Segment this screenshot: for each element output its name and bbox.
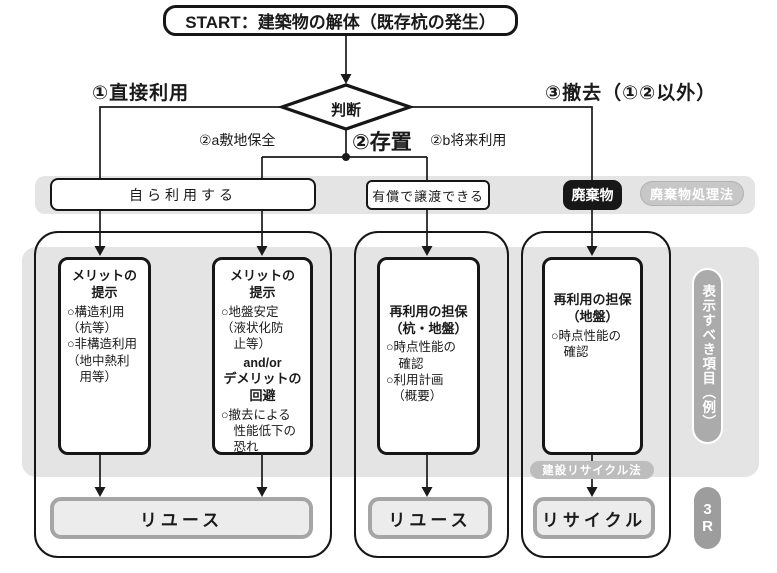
start-label: START：建築物の解体（既存杭の発生） bbox=[185, 13, 496, 32]
demerit-body: ○撤去による 性能低下の 恐れ bbox=[221, 407, 297, 455]
outcome-reuse-mid: リユース bbox=[368, 497, 492, 539]
demerit-title: デメリットの 回避 bbox=[223, 370, 302, 403]
outcome-reuse-mid-label: リユース bbox=[388, 510, 472, 530]
branch-preserve-label: ②存置 bbox=[352, 131, 412, 154]
recycle-law-pill: 建設リサイクル法 bbox=[530, 461, 654, 479]
start-node: START：建築物の解体（既存杭の発生） bbox=[163, 5, 518, 36]
arrowheads bbox=[94, 74, 598, 497]
branch-removal-label: ③撤去（①②以外） bbox=[545, 83, 717, 104]
container-direct-use bbox=[34, 231, 332, 558]
guarantee-pile-ground-body: ○時点性能の 確認 ○利用計画 （概要） bbox=[386, 340, 457, 404]
r3-badge: 3 R bbox=[694, 487, 721, 549]
decision-label: 判断 bbox=[327, 99, 365, 120]
guarantee-ground-box: 再利用の担保 （地盤） ○時点性能の 確認 bbox=[542, 257, 643, 455]
self-use-box: 自ら利用する bbox=[50, 178, 316, 211]
merit-structural-title: メリットの 提示 bbox=[71, 268, 137, 300]
outcome-recycle-label: リサイクル bbox=[541, 510, 647, 530]
container-removal bbox=[521, 231, 671, 558]
branch-preserve-b-label: ②b将来利用 bbox=[430, 132, 507, 148]
recycle-law-label: 建設リサイクル法 bbox=[542, 465, 642, 477]
junction-dot bbox=[342, 153, 350, 161]
branch-direct-use-label: ①直接利用 bbox=[92, 83, 190, 104]
merit-ground-andor: and/or bbox=[243, 355, 282, 370]
waste-law-label: 廃棄物処理法 bbox=[649, 187, 734, 202]
decision-label-text: 判断 bbox=[330, 102, 361, 119]
transfer-box: 有償で譲渡できる bbox=[366, 180, 490, 210]
container-preserve bbox=[354, 231, 509, 558]
merit-ground-body: ○地盤安定 （液状化防 止等） bbox=[221, 304, 284, 352]
guarantee-pile-ground-box: 再利用の担保 （杭・地盤） ○時点性能の 確認 ○利用計画 （概要） bbox=[377, 257, 480, 455]
guarantee-ground-body: ○時点性能の 確認 bbox=[551, 328, 622, 359]
transfer-label: 有償で譲渡できる bbox=[372, 188, 484, 204]
r3-label: 3 R bbox=[702, 500, 713, 535]
waste-law-pill: 廃棄物処理法 bbox=[640, 181, 744, 206]
merit-ground-box: メリットの 提示 ○地盤安定 （液状化防 止等） and/or デメリットの 回… bbox=[212, 257, 313, 455]
merit-ground-title: メリットの 提示 bbox=[229, 268, 295, 300]
display-items-label: 表示すべき項目（例） bbox=[700, 283, 716, 429]
display-items-capsule: 表示すべき項目（例） bbox=[692, 268, 723, 444]
merit-structural-box: メリットの 提示 ○構造利用 （杭等） ○非構造利用 （地中熱利 用等） bbox=[58, 257, 151, 455]
outcome-recycle: リサイクル bbox=[533, 497, 655, 539]
guarantee-ground-title: 再利用の担保 （地盤） bbox=[553, 291, 632, 324]
decision-diamond bbox=[277, 83, 415, 131]
branch-preserve-a-label: ②a敷地保全 bbox=[199, 132, 276, 148]
waste-label: 廃棄物 bbox=[571, 187, 614, 203]
waste-box: 廃棄物 bbox=[563, 180, 622, 210]
self-use-label: 自ら利用する bbox=[129, 186, 237, 203]
guarantee-pile-ground-title: 再利用の担保 （杭・地盤） bbox=[389, 303, 468, 336]
merit-structural-body: ○構造利用 （杭等） ○非構造利用 （地中熱利 用等） bbox=[67, 304, 138, 384]
outcome-reuse-left: リユース bbox=[50, 497, 313, 539]
outcome-reuse-left-label: リユース bbox=[139, 510, 224, 530]
